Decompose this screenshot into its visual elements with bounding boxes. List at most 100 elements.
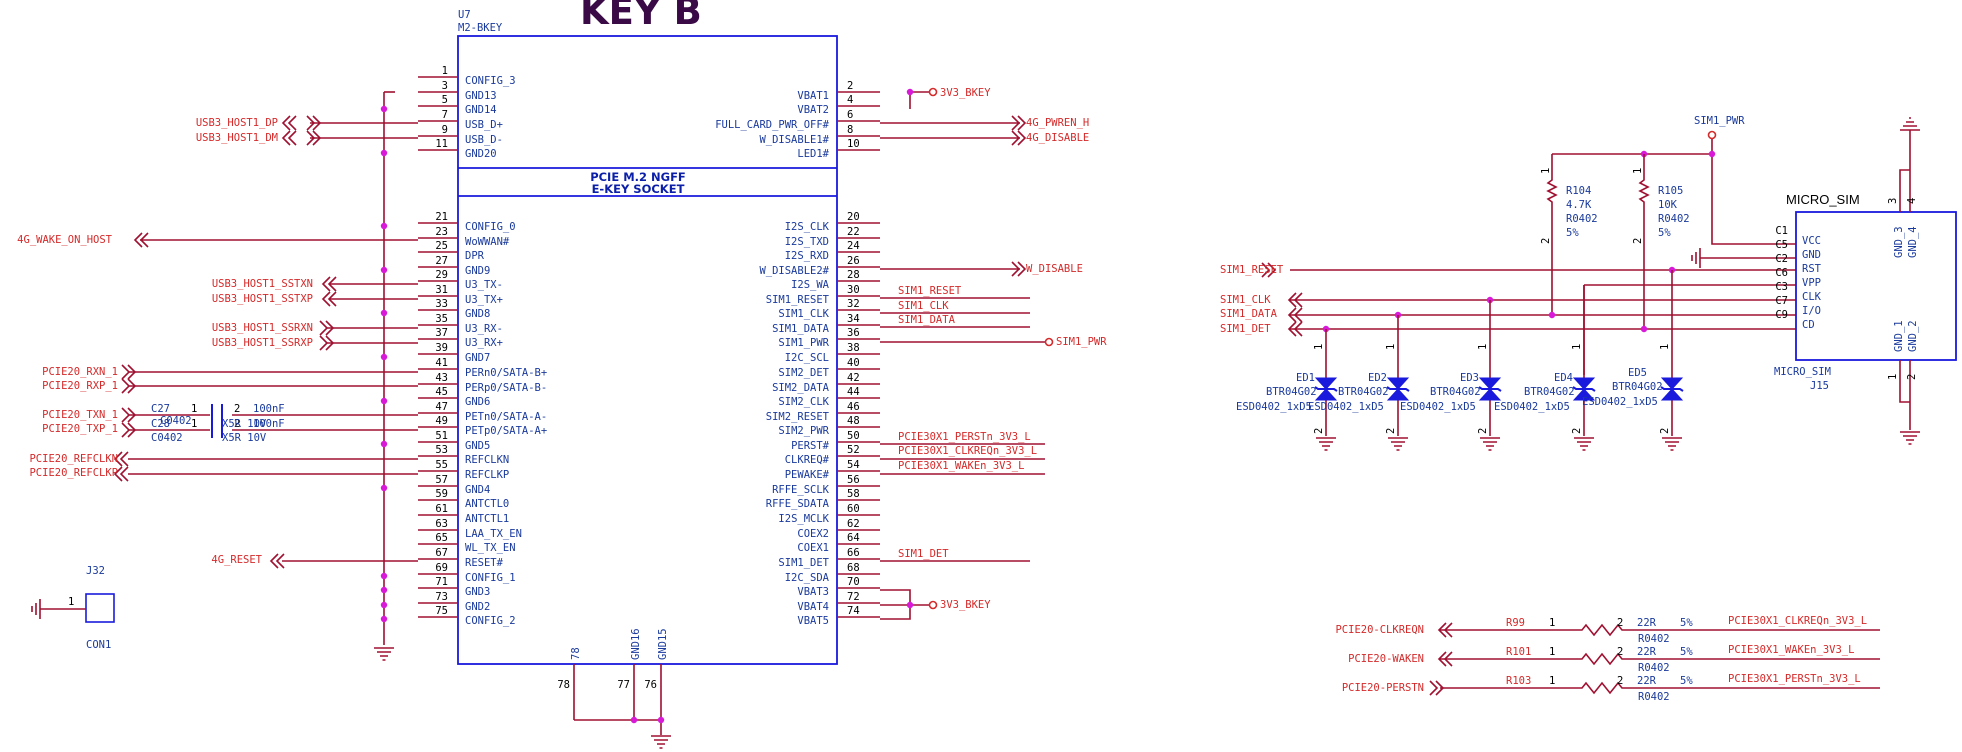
u7-pin-name: CONFIG_1 — [465, 572, 516, 584]
u7-part: M2-BKEY — [458, 22, 503, 34]
u7-pin-num: 42 — [847, 372, 860, 384]
svg-text:1: 1 — [1385, 344, 1397, 350]
u7-header-line1: PCIE M.2 NGFF — [590, 170, 686, 184]
u7-pin-num: 53 — [435, 444, 448, 456]
u7-pin-num: 73 — [435, 591, 448, 603]
u7-pin-num: 38 — [847, 342, 860, 354]
net-w-disable: W_DISABLE — [1026, 263, 1083, 275]
j15-pin-name: VPP — [1802, 277, 1821, 289]
net-sim1-det: SIM1_DET — [898, 548, 949, 560]
svg-text:C0402: C0402 — [151, 432, 183, 444]
u7-pin-name: I2C_SDA — [785, 572, 830, 584]
cap-c27: C27 — [151, 403, 170, 415]
esd-ref: ED3 — [1460, 372, 1479, 384]
u7-pin-name: PERp0/SATA-B- — [465, 382, 547, 394]
j15-pin-name: CD — [1802, 319, 1815, 331]
esd-ref: ED5 — [1628, 367, 1647, 379]
svg-text:X5R 10V: X5R 10V — [222, 432, 267, 444]
net-pcie20-rxn: PCIE20_RXN_1 — [42, 366, 118, 378]
esd-ref: ED4 — [1554, 372, 1573, 384]
u7-pin-name: SIM1_PWR — [778, 337, 829, 349]
svg-text:78: 78 — [557, 679, 570, 691]
j15-pin-num: C7 — [1775, 295, 1788, 307]
u7-pin-name: I2S_MCLK — [778, 513, 829, 525]
net-pcie20-rxp: PCIE20_RXP_1 — [42, 380, 118, 392]
j32-connector: J32 1 CON1 — [31, 565, 115, 651]
u7-pin-name: GND14 — [465, 104, 497, 116]
u7-pin-num: 21 — [435, 211, 448, 223]
esd-part: BTR04G02 — [1612, 381, 1663, 393]
svg-text:1: 1 — [1549, 646, 1555, 658]
svg-text:1: 1 — [1540, 168, 1552, 174]
u7-pin-name: USB_D- — [465, 134, 503, 146]
res-value: 22R — [1637, 617, 1657, 629]
net-sim1-clk: SIM1_CLK — [898, 300, 949, 312]
esd-pkg: ESD0402_1xD5 — [1582, 396, 1658, 408]
u7-pin-num: 58 — [847, 488, 860, 500]
svg-text:2: 2 — [1477, 428, 1489, 434]
res-tol: 5% — [1680, 675, 1693, 687]
net-4g-disable: 4G_DISABLE — [1026, 132, 1089, 144]
u7-pin-name: REFCLKP — [465, 469, 509, 481]
u7-pin-num: 64 — [847, 532, 860, 544]
u7-pin-name: U3_RX- — [465, 323, 503, 335]
u7-pin-name: COEX1 — [797, 542, 829, 554]
u7-pin-num: 26 — [847, 255, 860, 267]
net-ssrxp: USB3_HOST1_SSRXP — [212, 337, 313, 349]
u7-pin-num: 35 — [435, 313, 448, 325]
j15-pin-name: GND — [1802, 249, 1821, 261]
net-4g-wake: 4G_WAKE_ON_HOST — [17, 234, 113, 246]
u7-pin-name: U3_TX- — [465, 279, 503, 291]
res-net-left: PCIE20-CLKREQN — [1335, 624, 1424, 636]
net-sim1-data: SIM1_DATA — [898, 314, 956, 326]
svg-text:GND_2: GND_2 — [1907, 320, 1919, 352]
u7-pin-name: GND4 — [465, 484, 490, 496]
u7-pin-name: GND7 — [465, 352, 490, 364]
r105-ref: R105 — [1658, 185, 1683, 197]
u7-pin-num: 70 — [847, 576, 860, 588]
u7-pin-num: 22 — [847, 226, 860, 238]
u7-pin-num: 3 — [442, 80, 448, 92]
u7-pin-name: RFFE_SDATA — [766, 498, 830, 510]
u7-pin-num: 11 — [435, 138, 448, 150]
u7-pin-num: 63 — [435, 518, 448, 530]
res-pkg: R0402 — [1638, 691, 1670, 703]
u7-pin-name: U3_TX+ — [465, 294, 503, 306]
u7-pin-num: 33 — [435, 298, 448, 310]
u7-pin-num: 4 — [847, 94, 853, 106]
u7-pin-num: 56 — [847, 474, 860, 486]
svg-text:X5R 10V: X5R 10V — [222, 418, 267, 430]
u7-pin-name: PERST# — [791, 440, 830, 452]
u7-pin-num: 69 — [435, 562, 448, 574]
u7-pin-name: I2S_CLK — [785, 221, 830, 233]
svg-text:2: 2 — [1632, 238, 1644, 244]
u7-pin-name: PEWAKE# — [785, 469, 830, 481]
j15-pin-num: C1 — [1775, 225, 1788, 237]
svg-text:R0402: R0402 — [1658, 213, 1690, 225]
u7-pin-num: 60 — [847, 503, 860, 515]
esd-part: BTR04G02 — [1266, 386, 1317, 398]
svg-text:2: 2 — [1659, 428, 1671, 434]
u7-pin-name: U3_RX+ — [465, 337, 503, 349]
svg-text:GND_3: GND_3 — [1893, 226, 1905, 258]
u7-pin-name: GND5 — [465, 440, 490, 452]
u7-pin-num: 28 — [847, 269, 860, 281]
svg-text:GND_4: GND_4 — [1907, 226, 1919, 258]
svg-text:1: 1 — [68, 596, 74, 608]
u7-pin-num: 2 — [847, 80, 853, 92]
sim1-pwr-label: SIM1_PWR — [1694, 115, 1745, 127]
u7-pin-name: SIM2_DET — [778, 367, 829, 379]
net-usb3-host1-dp: USB3_HOST1_DP — [196, 117, 278, 129]
u7-pin-num: 36 — [847, 327, 860, 339]
u7-pin-num: 57 — [435, 474, 448, 486]
esd-ref: ED2 — [1368, 372, 1387, 384]
svg-text:4.7K: 4.7K — [1566, 199, 1592, 211]
res-ref: R103 — [1506, 675, 1531, 687]
svg-text:2: 2 — [1617, 646, 1623, 658]
svg-text:GND16: GND16 — [630, 628, 642, 660]
